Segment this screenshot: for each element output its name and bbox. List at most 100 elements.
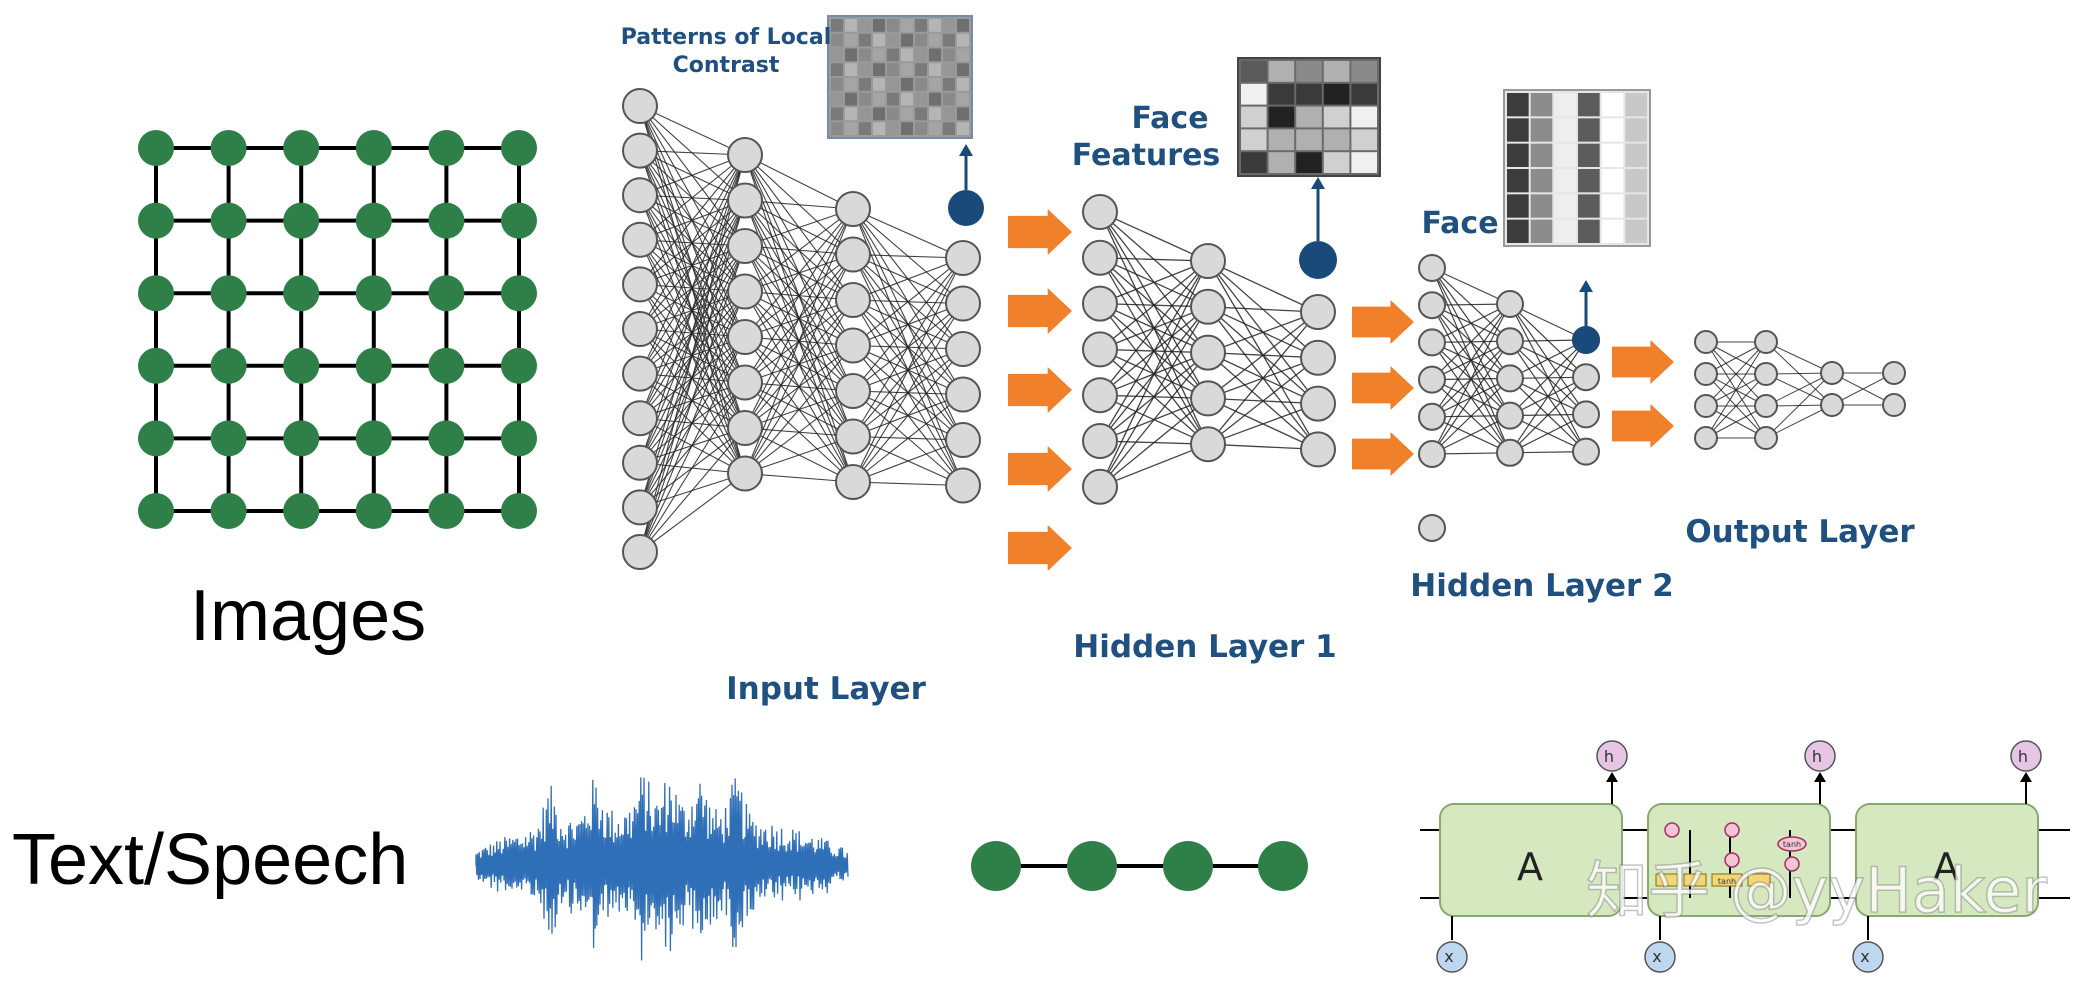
network-node: [835, 282, 871, 318]
grid-node: [501, 275, 537, 312]
face-label: Face: [1421, 206, 1498, 241]
lstm-chain: A A tanh tanh h h h: [1420, 740, 2070, 973]
grid-node: [283, 130, 320, 166]
orange-arrow-icon: [1352, 432, 1414, 476]
network-node: [1082, 423, 1118, 459]
grid-node: [210, 493, 247, 529]
network-node: [1694, 394, 1718, 418]
sigma-gate: [1655, 873, 1679, 887]
network-node: [945, 467, 981, 504]
x-prev-label: x: [1444, 947, 1453, 966]
faces-thumbnail: [1503, 89, 1651, 247]
network-node: [727, 319, 763, 355]
network-node: [1190, 288, 1226, 325]
network-node: [727, 273, 763, 310]
grid-node: [428, 347, 465, 384]
network-node: [945, 376, 981, 413]
images-label: Images: [190, 576, 426, 656]
network-node: [835, 373, 871, 409]
x-curr-label: x: [1652, 947, 1661, 966]
orange-arrow-icon: [1008, 446, 1072, 492]
grid-node: [138, 202, 174, 239]
pointwise-multiply-icon: [1784, 856, 1800, 872]
x-curr-node: [1644, 941, 1676, 973]
hidden-layer-2-label: Hidden Layer 2: [1410, 568, 1673, 604]
h-curr-label: h: [1812, 747, 1822, 766]
face-features-thumbnail: [1237, 57, 1381, 177]
network-node: [1190, 334, 1226, 371]
network-node: [1882, 393, 1906, 417]
network-node: [1820, 393, 1844, 417]
network-node: [727, 455, 763, 492]
network-node: [945, 240, 981, 276]
lstm-cell-a-right: A: [1933, 845, 1959, 889]
output-layer-label: Output Layer: [1685, 514, 1915, 550]
tanh-label-top: tanh: [1783, 840, 1801, 849]
network-node: [622, 266, 658, 303]
network-node: [1418, 254, 1446, 282]
grid-node: [138, 130, 174, 166]
sigma-gate: [1683, 873, 1707, 887]
network-node: [1754, 362, 1778, 386]
network-node: [622, 221, 658, 258]
sequence-node: [971, 841, 1021, 891]
grid-node: [138, 493, 174, 529]
network-node: [1496, 401, 1524, 430]
speech-waveform: [475, 777, 849, 961]
network-node: [1300, 294, 1336, 330]
grid-node: [501, 420, 537, 457]
network-node: [945, 422, 981, 458]
network-node: [1418, 328, 1446, 357]
grid-node: [210, 347, 247, 384]
network-node: [1496, 438, 1524, 467]
lstm-cell-a-left: A: [1517, 845, 1543, 889]
network-node: [727, 364, 763, 401]
network-node: [727, 137, 763, 173]
orange-arrow-icon: [1008, 367, 1072, 413]
pointwise-multiply-icon: [1724, 852, 1740, 868]
network-node: [945, 331, 981, 367]
grid-node: [355, 275, 392, 312]
lstm-cell-left: [1439, 803, 1623, 917]
feature-output-node: [1299, 241, 1337, 279]
network-node: [1754, 394, 1778, 418]
network-node: [1754, 330, 1778, 354]
tanh-gate: [1711, 873, 1743, 887]
neural-network-stack: [622, 88, 1906, 571]
network-node: [1572, 400, 1600, 429]
contrast-label: Contrast: [673, 53, 780, 78]
network-node: [1418, 440, 1446, 468]
grid-node: [428, 493, 465, 529]
local-contrast-thumbnail: [827, 15, 973, 139]
grid-node: [501, 130, 537, 166]
network-node: [1418, 291, 1446, 320]
network-node: [1820, 361, 1844, 385]
lstm-cell-right: [1855, 803, 2039, 917]
orange-arrow-icon: [1008, 209, 1072, 255]
network-node: [1082, 468, 1118, 505]
network-node: [727, 228, 763, 264]
network-node: [622, 400, 658, 437]
sequence-node: [1163, 841, 1213, 891]
sequence-chain-graph: [971, 841, 1308, 891]
network-node: [1082, 194, 1118, 230]
network-node: [622, 88, 658, 124]
network-node: [1496, 364, 1524, 393]
network-node: [1882, 361, 1906, 385]
network-node: [1300, 385, 1336, 422]
orange-arrow-icon: [1612, 340, 1674, 384]
x-next-label: x: [1860, 947, 1869, 966]
network-node: [727, 182, 763, 219]
orange-arrow-icon: [1008, 525, 1072, 571]
network-node: [835, 464, 871, 500]
network-node: [1496, 290, 1524, 318]
network-node: [1694, 362, 1718, 386]
network-node: [622, 489, 658, 526]
grid-node: [210, 130, 247, 166]
network-node: [1082, 377, 1118, 414]
network-node: [835, 236, 871, 273]
network-node: [1694, 330, 1718, 354]
grid-node: [283, 275, 320, 312]
sigma-gate: [1747, 873, 1771, 887]
